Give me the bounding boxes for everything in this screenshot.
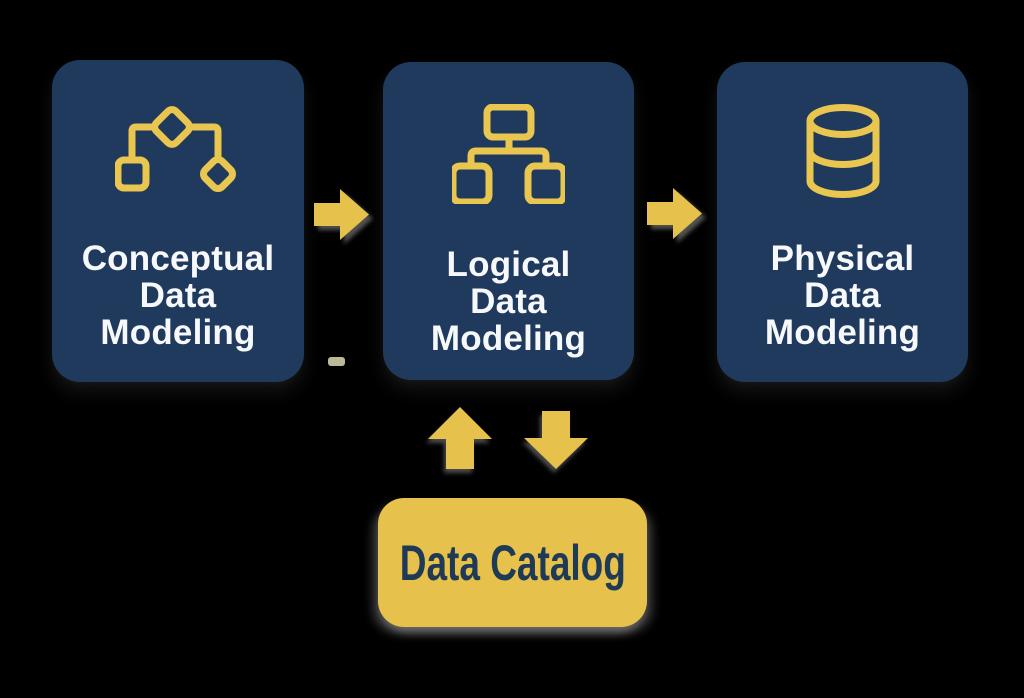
label-line: Data xyxy=(139,276,217,315)
arrow-right-icon xyxy=(647,188,702,239)
card-conceptual-data-modeling: Conceptual Data Modeling xyxy=(52,60,304,382)
arrow-up-icon xyxy=(428,407,492,469)
label-line: Data xyxy=(804,276,881,315)
label-line: Modeling xyxy=(764,313,921,352)
database-icon xyxy=(806,104,879,198)
stray-artifact xyxy=(328,357,345,366)
card-label-physical: Physical Data Modeling xyxy=(765,240,920,351)
card-physical-data-modeling: Physical Data Modeling xyxy=(717,62,968,382)
data-catalog-box: Data Catalog xyxy=(378,498,647,627)
label-line: Logical xyxy=(446,245,571,284)
flow-shapes-icon xyxy=(115,106,236,192)
arrow-right-icon xyxy=(314,189,369,240)
label-line: Conceptual xyxy=(81,239,275,278)
label-line: Modeling xyxy=(430,319,587,358)
label-line: Physical xyxy=(770,239,915,278)
label-line: Data xyxy=(470,282,547,321)
card-label-conceptual: Conceptual Data Modeling xyxy=(82,240,275,351)
arrow-down-icon xyxy=(524,411,588,469)
label-line: Modeling xyxy=(100,313,256,352)
card-logical-data-modeling: Logical Data Modeling xyxy=(383,62,634,380)
card-label-logical: Logical Data Modeling xyxy=(431,246,586,357)
hierarchy-icon xyxy=(452,104,565,204)
data-catalog-label: Data Catalog xyxy=(399,534,626,591)
